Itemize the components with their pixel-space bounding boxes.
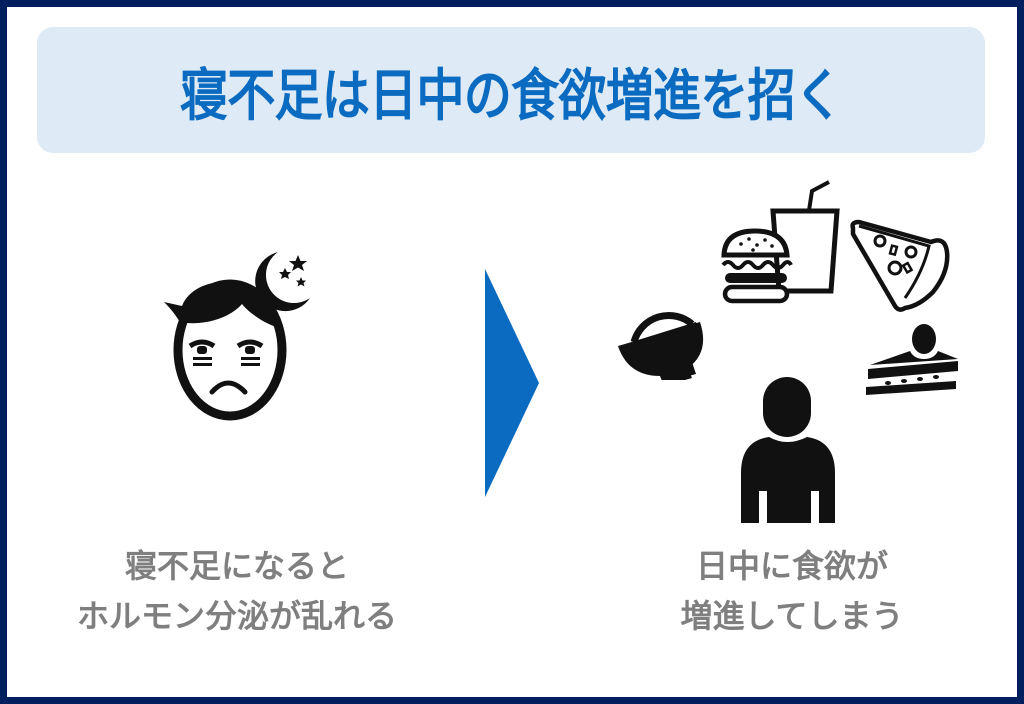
right-caption-line2: 増進してしまう xyxy=(680,597,904,635)
left-caption-line1: 寝不足になると xyxy=(124,547,349,585)
right-caption-line1: 日中に食欲が xyxy=(695,547,888,585)
infographic-frame: 寝不足は日中の食欲増進を招く xyxy=(7,7,1017,697)
left-caption: 寝不足になると ホルモン分泌が乱れる xyxy=(37,541,437,641)
sleepy-face-with-moon-icon xyxy=(164,252,310,421)
page-title: 寝不足は日中の食欲増進を招く xyxy=(179,63,843,129)
person-icon xyxy=(741,377,835,523)
rice-bowl-icon xyxy=(618,311,703,380)
pizza-slice-icon xyxy=(850,219,950,312)
left-caption-line2: ホルモン分泌が乱れる xyxy=(76,597,397,635)
cake-slice-icon xyxy=(866,324,958,395)
right-arrow-triangle-icon xyxy=(485,269,539,497)
burger-and-drink-icon xyxy=(721,180,840,304)
right-caption: 日中に食欲が 増進してしまう xyxy=(637,541,947,641)
header-banner: 寝不足は日中の食欲増進を招く xyxy=(37,27,985,153)
